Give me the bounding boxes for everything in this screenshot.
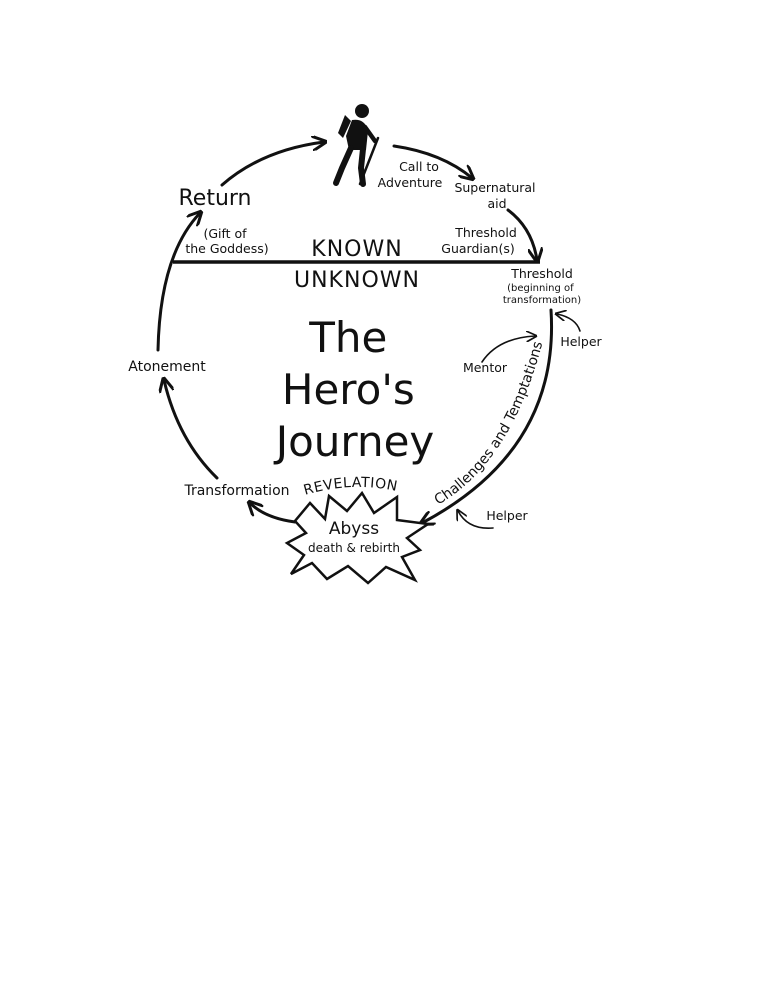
title-line-1: The	[308, 313, 387, 362]
helper-arrows	[458, 314, 581, 529]
title-line-2: Hero's	[282, 365, 415, 414]
abyss-label: Abyss	[329, 519, 379, 539]
mentor-label: Mentor	[463, 360, 508, 375]
hiker-icon	[333, 104, 380, 187]
arrow-call-to-aid	[392, 144, 472, 178]
arrow-mentor	[481, 336, 535, 363]
return-label: Return	[178, 186, 251, 211]
abyss-starburst	[284, 490, 432, 585]
diagram-title: The Hero's Journey	[273, 313, 435, 466]
title-line-3: Journey	[273, 417, 435, 466]
revelation-label: REVELATION	[302, 475, 399, 499]
arrow-return-to-hero	[220, 142, 324, 187]
unknown-label: UNKNOWN	[294, 268, 420, 293]
call-to-adventure-label: Call to Adventure	[378, 159, 443, 190]
threshold-note: (beginning of transformation)	[503, 283, 581, 306]
arrow-challenges	[422, 308, 554, 523]
arrow-aid-to-threshold	[506, 208, 537, 260]
transformation-label: Transformation	[183, 483, 289, 499]
helper-lower-label: Helper	[486, 508, 528, 523]
supernatural-aid-label: Supernatural aid	[454, 180, 539, 211]
arrow-atonement-to-return	[156, 213, 200, 352]
arrow-helper-upper	[557, 314, 581, 332]
abyss-note: death & rebirth	[308, 541, 400, 555]
threshold-label: Threshold	[510, 266, 573, 281]
known-label: KNOWN	[311, 237, 402, 262]
cycle-arrows	[156, 142, 554, 524]
arrow-abyss-to-transformation	[250, 503, 297, 524]
arrow-helper-lower	[458, 511, 494, 529]
arrow-transformation-to-atonement	[164, 380, 219, 480]
threshold-guardians-label: Threshold Guardian(s)	[441, 225, 521, 256]
helper-upper-label: Helper	[560, 334, 602, 349]
return-note: (Gift of the Goddess)	[185, 226, 268, 256]
atonement-label: Atonement	[128, 359, 206, 375]
